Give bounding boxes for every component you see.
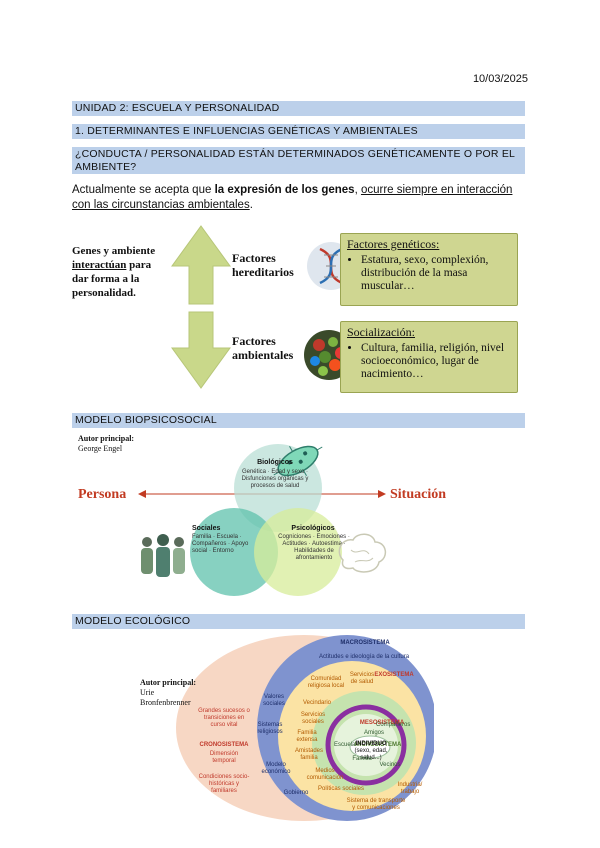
down-arrow-icon	[171, 311, 231, 389]
bacterium-icon	[273, 445, 323, 477]
genes-note: Genes y ambiente interactúan para dar fo…	[72, 244, 162, 300]
micro-label: MICROSISTEMA	[354, 742, 402, 748]
ecological-diagram	[176, 635, 434, 821]
crono-title: CRONOSISTEMA	[199, 742, 249, 748]
eco-author: Autor principal: Urie Bronfenbrenner	[140, 678, 196, 708]
macro-item-2: Sistemas religiosos	[257, 722, 283, 735]
micro-item-4: Compañeros	[376, 722, 411, 728]
genetic-factors-box: Factores genéticos: Estatura, sexo, comp…	[340, 233, 518, 306]
genes-note-line1: Genes y ambiente	[72, 245, 156, 257]
social-circle	[190, 508, 278, 596]
biopsico-author: Autor principal: George Engel	[78, 434, 134, 454]
psico-circle	[254, 508, 342, 596]
intro-end: .	[249, 199, 253, 211]
genetic-box-item: Estatura, sexo, complexión, distribución…	[361, 254, 517, 293]
eco-author-line1: Urie	[140, 688, 155, 697]
exo-item-10: Sistema de transporte y comunicaciones	[346, 798, 406, 811]
exo-item-3: Familia extensa	[296, 730, 318, 743]
people-icon	[141, 534, 185, 577]
brain-icon	[338, 533, 387, 573]
intro-paragraph: Actualmente se acepta que la expresión d…	[72, 183, 532, 213]
genes-note-line2: para dar forma a la personalidad.	[72, 259, 152, 299]
social-box-title: Socialización:	[347, 325, 415, 339]
question-header: ¿CONDUCTA / PERSONALIDAD ESTÁN DETERMINA…	[72, 147, 525, 174]
macro-label: MACROSISTEMA	[340, 640, 390, 646]
exo-item-8: Servicios de salud	[349, 672, 375, 685]
exo-item-9: Industria/ trabajo	[397, 782, 423, 795]
persona-label: Persona	[78, 487, 127, 502]
eco-author-label: Autor principal:	[140, 678, 197, 687]
macro-item-4: Gobierno	[283, 790, 309, 796]
social-title: Sociales	[192, 525, 221, 532]
bio-title: Biológicos	[257, 459, 293, 466]
meso-ring	[325, 704, 407, 786]
hereditary-label: Factores hereditarios	[232, 251, 294, 279]
unit-header: UNIDAD 2: ESCUELA Y PERSONALIDAD	[72, 101, 525, 116]
micro-item-1: Escuela	[334, 742, 356, 748]
exo-item-1: Vecindario	[302, 700, 332, 706]
psico-title: Psicológicos	[291, 525, 335, 532]
document-date: 10/03/2025	[472, 73, 528, 85]
eco-author-line2: Bronfenbrenner	[140, 698, 191, 707]
section-header: 1. DETERMINANTES E INFLUENCIAS GENÉTICAS…	[72, 124, 525, 139]
exo-item-6: Políticas sociales	[317, 786, 365, 792]
intro-comma: ,	[354, 184, 361, 196]
individuo-label: INDIVIDUO	[355, 741, 387, 747]
social-text: Familia · Escuela · Compañeros · Apoyo s…	[192, 534, 249, 554]
exo-item-7: Comunidad religiosa local	[307, 676, 345, 689]
exo-label: EXOSISTEMA	[374, 672, 414, 678]
exo-item-5: Medios comunicación	[306, 768, 344, 781]
biopsico-author-label: Autor principal:	[78, 434, 135, 443]
bio-text: Genética · Edad y sexo · Disfunciones or…	[241, 469, 309, 489]
macro-item-3: Modelo económico	[261, 762, 291, 775]
macro-item-1: Valores sociales	[263, 694, 285, 707]
double-arrow-diagram	[171, 225, 231, 389]
environmental-label: Factores ambientales	[232, 334, 294, 362]
social-box-item: Cultura, familia, religión, nivel socioe…	[361, 342, 517, 381]
intro-bold: la expresión de los genes	[214, 184, 355, 196]
exo-item-2: Servicios sociales	[300, 712, 326, 725]
macro-sub: Actitudes e ideología de la cultura	[318, 654, 410, 660]
crono-note-1: Grandes sucesos o transiciones en curso …	[198, 708, 250, 728]
micro-item-5: Vecinos	[379, 762, 401, 768]
up-arrow-icon	[171, 225, 231, 305]
exo-item-4: Amistades familia	[294, 748, 323, 761]
psico-text: Cogniciones · Emociones · Actitudes · Au…	[278, 534, 350, 561]
crono-note-3: Condiciones socio-históricas y familiare…	[198, 774, 250, 794]
individuo-ellipse	[349, 735, 391, 759]
ecologico-header: MODELO ECOLÓGICO	[72, 614, 525, 629]
crono-note-2: Dimensión temporal	[209, 751, 239, 764]
biopsico-author-name: George Engel	[78, 444, 123, 453]
intro-text: Actualmente se acepta que	[72, 184, 215, 196]
meso-label: MESOSISTEMA	[359, 720, 405, 726]
micro-item-2: Familia	[352, 756, 372, 762]
micro-item-3: Amigos	[363, 730, 384, 736]
genes-note-underlined: interactúan	[72, 259, 127, 271]
genetic-box-title: Factores genéticos:	[347, 237, 440, 251]
individuo-sub: (sexo, edad, salud...)	[354, 748, 388, 761]
situacion-label: Situación	[390, 487, 447, 502]
biopsico-header: MODELO BIOPSICOSOCIAL	[72, 413, 525, 428]
socialization-box: Socialización: Cultura, familia, religió…	[340, 321, 518, 393]
intro-underlined: ocurre siempre en interacción con las ci…	[72, 184, 513, 211]
